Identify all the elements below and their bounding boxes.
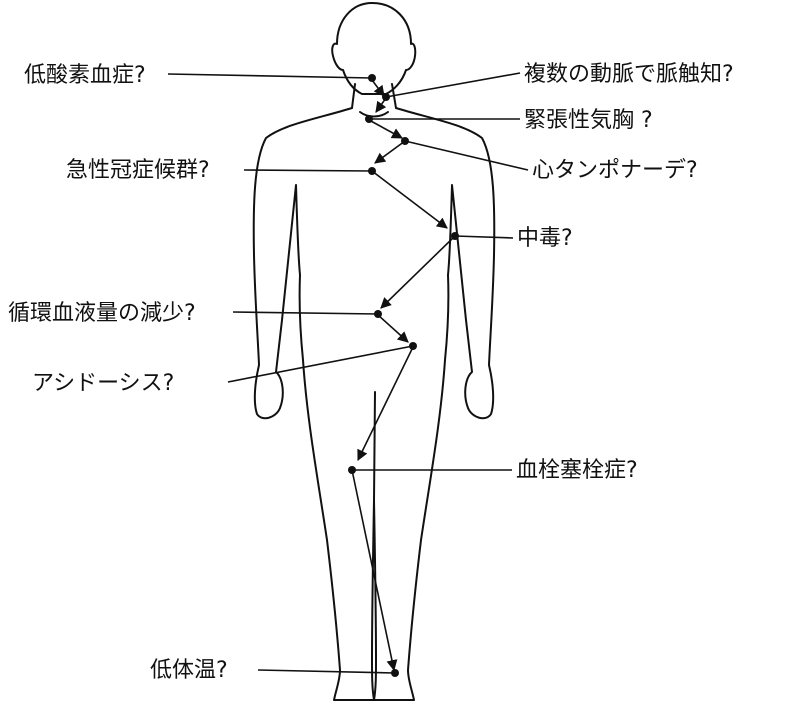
- label-toxins: 中毒?: [517, 226, 573, 251]
- path-step-1: [371, 79, 385, 97]
- path-step-6: [380, 236, 455, 309]
- left-leg-outline: [298, 274, 376, 701]
- assessment-pathway: [351, 79, 455, 672]
- label-acidosis: アシドーシス?: [32, 371, 174, 396]
- leader-tamponade: [404, 140, 529, 171]
- path-step-3: [368, 119, 403, 139]
- left-arm-outline: [252, 107, 353, 420]
- label-acs: 急性冠症候群?: [66, 158, 210, 183]
- leader-acidosis: [227, 345, 414, 383]
- right-arm-outline: [395, 107, 496, 420]
- path-step-8: [357, 346, 414, 461]
- leader-lines: [167, 72, 529, 674]
- leader-hypoxia: [167, 73, 373, 79]
- path-step-5: [371, 170, 448, 229]
- label-hypothermia: 低体温?: [150, 658, 228, 683]
- path-step-9: [351, 469, 398, 672]
- leader-toxins: [454, 235, 514, 239]
- leader-hypothermia: [257, 669, 396, 674]
- path-step-7: [377, 314, 409, 343]
- collar-lines: [359, 111, 389, 118]
- label-tamponade: 心タンポナーデ?: [532, 158, 698, 183]
- leader-hypovolemia: [232, 311, 379, 315]
- label-thromboembolism: 血栓塞栓症?: [516, 458, 638, 483]
- label-pulse-check: 複数の動脈で脈触知?: [524, 62, 734, 87]
- body-outline: [252, 2, 496, 701]
- right-leg-outline: [373, 274, 450, 701]
- labels: 低酸素血症? 複数の動脈で脈触知? 緊張性気胸 ? 急性冠症候群? 心タンポナー…: [8, 62, 734, 683]
- label-tension-pneumothorax: 緊張性気胸 ?: [524, 108, 653, 133]
- check-points: [348, 74, 459, 677]
- label-hypoxia: 低酸素血症?: [24, 63, 146, 88]
- leader-pulse: [385, 72, 521, 98]
- label-hypovolemia: 循環血液量の減少?: [8, 301, 196, 326]
- path-step-4: [374, 140, 406, 164]
- leader-acs: [243, 169, 373, 172]
